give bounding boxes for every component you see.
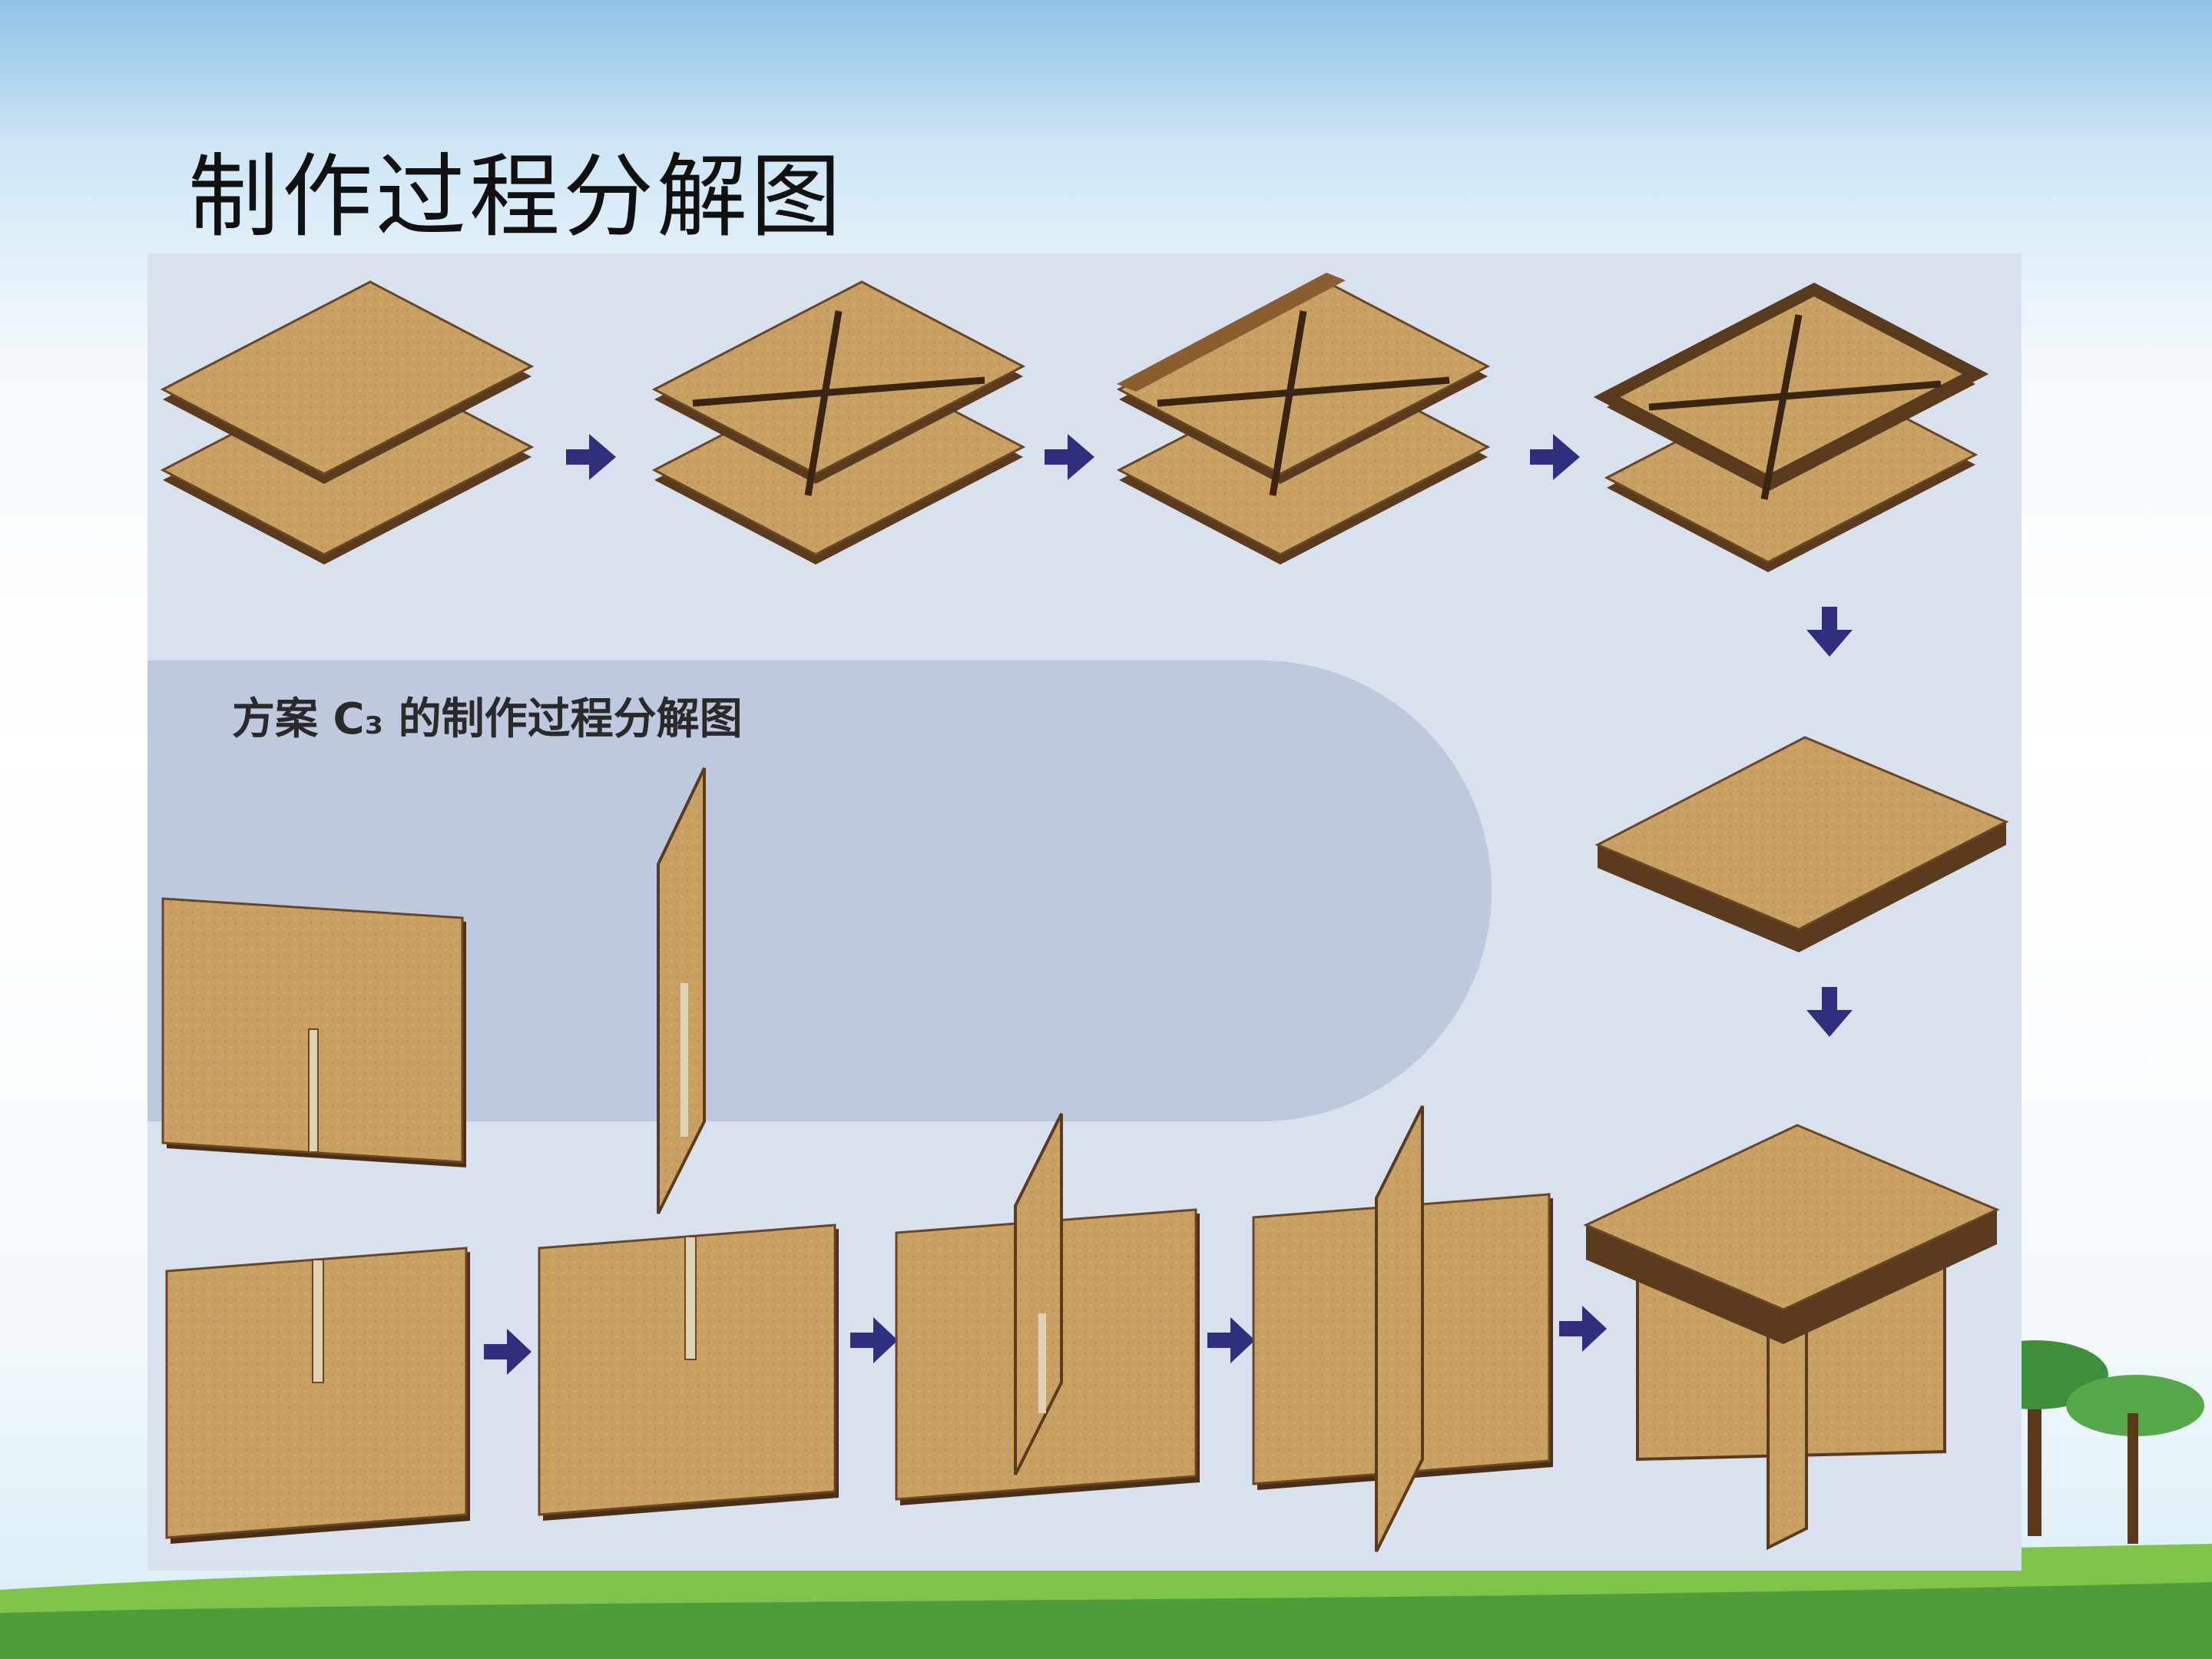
arrow-right-icon <box>1559 1306 1607 1352</box>
figure-caption: 方案 C₃ 的制作过程分解图 <box>232 694 743 744</box>
diagram-canvas: 方案 C₃ 的制作过程分解图 <box>147 273 2009 1552</box>
step-4-full-frame <box>1593 282 1989 572</box>
step-3-edge-strip <box>1116 273 1491 565</box>
step-1-two-boards <box>160 280 535 565</box>
slide-title: 制作过程分解图 <box>188 144 845 250</box>
step-6-slotted-panel <box>165 1247 470 1544</box>
leg-panel-thin-vertical <box>657 767 706 1214</box>
process-diagram: 方案 C₃ 的制作过程分解图 <box>147 253 2022 1571</box>
arrow-down-icon <box>1806 987 1853 1037</box>
step-9-crossed-legs <box>1252 1105 1553 1552</box>
caption-band <box>147 661 1492 1121</box>
step-8-inserting-panel <box>895 1113 1200 1505</box>
arrow-right-icon <box>1207 1317 1255 1363</box>
arrow-right-icon <box>1045 434 1094 480</box>
step-7-slotted-panel <box>538 1224 839 1521</box>
arrow-right-icon <box>850 1317 898 1363</box>
step-10-finished-stool <box>1583 1124 2000 1551</box>
arrow-right-icon <box>566 434 616 480</box>
step-2-cross-brace <box>651 280 1026 565</box>
arrow-down-icon <box>1806 607 1853 657</box>
arrow-right-icon <box>1530 434 1580 480</box>
leg-panel-slotted-top <box>161 897 466 1167</box>
step-5-tabletop <box>1594 736 2009 952</box>
arrow-right-icon <box>484 1329 531 1375</box>
